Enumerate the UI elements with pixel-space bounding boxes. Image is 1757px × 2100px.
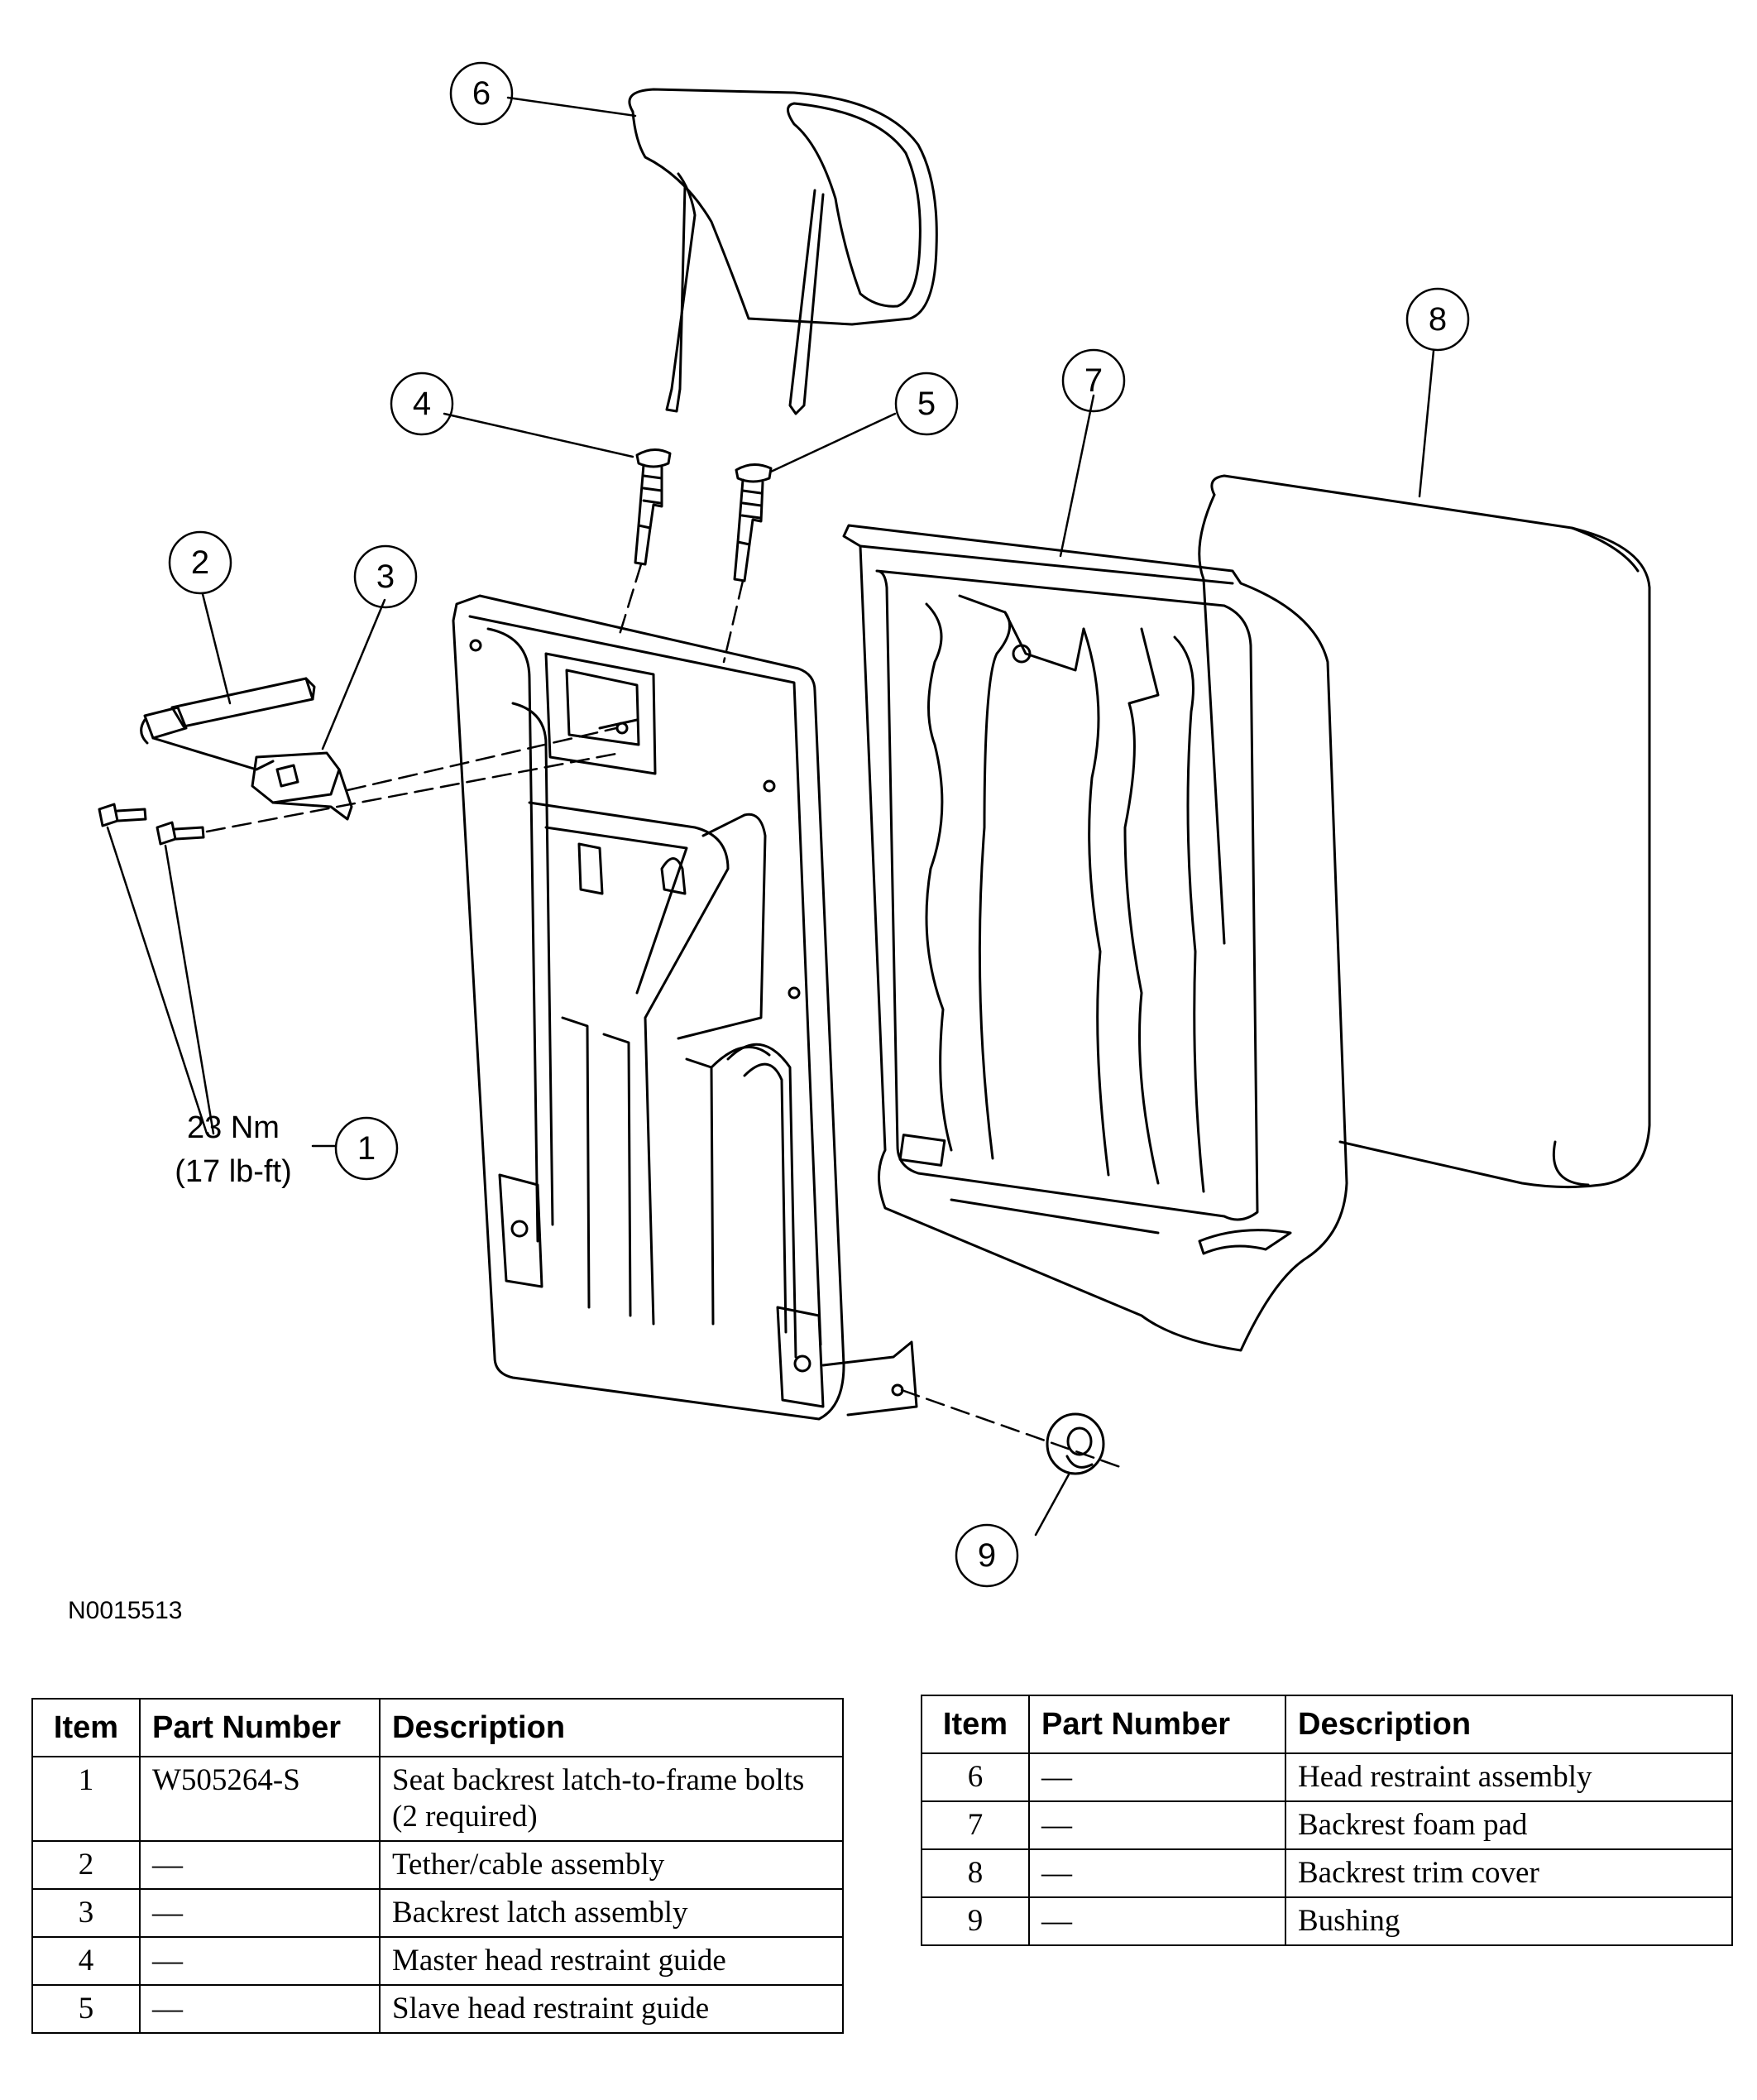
row-part-number: W505264-S bbox=[139, 1756, 381, 1842]
row-description: Bushing bbox=[1285, 1896, 1733, 1946]
table-row: 8 — Backrest trim cover bbox=[921, 1848, 1733, 1898]
header-item: Item bbox=[921, 1695, 1030, 1754]
backrest-foam-pad-illustration bbox=[842, 524, 1348, 1352]
header-description: Description bbox=[379, 1698, 844, 1757]
table-row: 7 — Backrest foam pad bbox=[921, 1800, 1733, 1850]
row-part-number: — bbox=[139, 1936, 381, 1986]
table-row: 3 — Backrest latch assembly bbox=[31, 1888, 844, 1938]
row-item: 8 bbox=[921, 1848, 1030, 1898]
callout-4-circle bbox=[390, 372, 454, 436]
row-description: Backrest foam pad bbox=[1285, 1800, 1733, 1850]
header-part-number: Part Number bbox=[1028, 1695, 1286, 1754]
callout-3-label: 3 bbox=[376, 559, 395, 595]
backrest-frame-illustration bbox=[452, 594, 918, 1421]
row-item: 6 bbox=[921, 1752, 1030, 1802]
callout-circles bbox=[168, 61, 1470, 1588]
row-item: 4 bbox=[31, 1936, 141, 1986]
parts-table-right: Item Part Number Description 6 — Head re… bbox=[921, 1695, 1733, 1946]
callout-7-label: 7 bbox=[1084, 362, 1103, 399]
callout-7-circle bbox=[1061, 348, 1126, 413]
row-part-number: — bbox=[1028, 1848, 1286, 1898]
torque-spec-nm: 23 Nm bbox=[187, 1110, 280, 1145]
table-row: 2 — Tether/cable assembly bbox=[31, 1840, 844, 1890]
callout-1-circle bbox=[334, 1116, 399, 1181]
table-row: 9 — Bushing bbox=[921, 1896, 1733, 1946]
row-item: 2 bbox=[31, 1840, 141, 1890]
callout-5-circle bbox=[894, 372, 959, 436]
bushing-illustration bbox=[1046, 1412, 1105, 1475]
table-row: 4 — Master head restraint guide bbox=[31, 1936, 844, 1986]
latch-bolts-illustration bbox=[98, 803, 205, 846]
header-item: Item bbox=[31, 1698, 141, 1757]
row-part-number: — bbox=[139, 1840, 381, 1890]
table-row: 5 — Slave head restraint guide bbox=[31, 1984, 844, 2034]
head-restraint-assembly-illustration bbox=[628, 88, 938, 415]
callout-4-label: 4 bbox=[413, 386, 431, 422]
callout-5-label: 5 bbox=[917, 386, 936, 422]
row-item: 9 bbox=[921, 1896, 1030, 1946]
table-row: 1 W505264-S Seat backrest latch-to-frame… bbox=[31, 1756, 844, 1842]
row-part-number: — bbox=[139, 1888, 381, 1938]
row-description: Slave head restraint guide bbox=[379, 1984, 844, 2034]
row-part-number: — bbox=[139, 1984, 381, 2034]
callout-6-label: 6 bbox=[472, 75, 491, 112]
header-part-number: Part Number bbox=[139, 1698, 381, 1757]
parts-table-left: Item Part Number Description 1 W505264-S… bbox=[31, 1698, 844, 2034]
table-header-row: Item Part Number Description bbox=[921, 1695, 1733, 1754]
callout-8-label: 8 bbox=[1429, 301, 1447, 338]
callout-9-circle bbox=[955, 1523, 1019, 1588]
row-item: 5 bbox=[31, 1984, 141, 2034]
callout-8-circle bbox=[1405, 287, 1470, 352]
table-header-row: Item Part Number Description bbox=[31, 1698, 844, 1757]
exploded-diagram: 1 2 3 4 5 6 7 8 9 23 Nm (17 lb-ft) bbox=[98, 61, 1651, 1588]
row-part-number: — bbox=[1028, 1800, 1286, 1850]
row-description: Master head restraint guide bbox=[379, 1936, 844, 1986]
row-description: Backrest trim cover bbox=[1285, 1848, 1733, 1898]
callout-1-label: 1 bbox=[357, 1130, 376, 1167]
row-part-number: — bbox=[1028, 1896, 1286, 1946]
table-row: 6 — Head restraint assembly bbox=[921, 1752, 1733, 1802]
alignment-lines bbox=[205, 563, 1127, 1470]
row-description: Tether/cable assembly bbox=[379, 1840, 844, 1890]
header-description: Description bbox=[1285, 1695, 1733, 1754]
backrest-trim-cover-illustration bbox=[1198, 474, 1651, 1189]
callout-3-circle bbox=[353, 544, 418, 609]
row-description: Backrest latch assembly bbox=[379, 1888, 844, 1938]
callout-6-circle bbox=[449, 61, 514, 126]
callout-2-label: 2 bbox=[191, 544, 209, 581]
torque-spec-lbft: (17 lb-ft) bbox=[175, 1154, 291, 1189]
callout-9-label: 9 bbox=[978, 1537, 996, 1574]
row-part-number: — bbox=[1028, 1752, 1286, 1802]
row-item: 1 bbox=[31, 1756, 141, 1842]
tether-latch-illustration bbox=[140, 677, 353, 821]
head-restraint-guides-illustration bbox=[634, 448, 773, 583]
row-description: Head restraint assembly bbox=[1285, 1752, 1733, 1802]
leader-lines bbox=[106, 96, 1435, 1537]
row-item: 3 bbox=[31, 1888, 141, 1938]
callout-2-circle bbox=[168, 530, 232, 595]
row-description: Seat backrest latch-to-frame bolts (2 re… bbox=[379, 1756, 844, 1842]
row-item: 7 bbox=[921, 1800, 1030, 1850]
figure-id: N0015513 bbox=[68, 1597, 183, 1624]
